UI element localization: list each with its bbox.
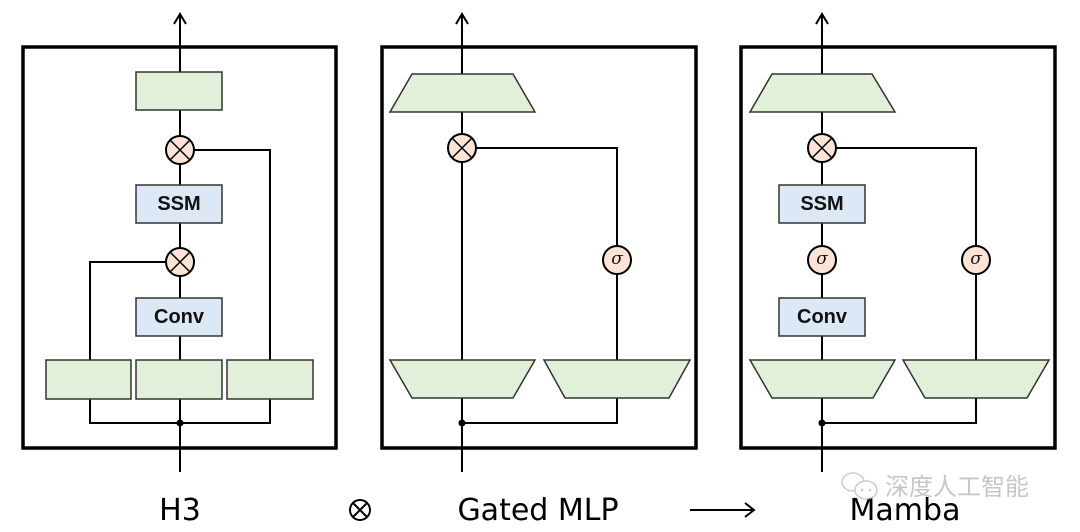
h3-ssm-block [135, 184, 223, 224]
mamba-frame [739, 45, 1057, 450]
h3-gate-wire-left [89, 261, 180, 360]
mamba-input-projection-left [748, 359, 897, 399]
h3-ssm-label: SSM [157, 193, 200, 215]
mamba-ssm-label: SSM [800, 193, 843, 215]
mamba-output-projection [748, 73, 897, 113]
gmlp-frame [380, 45, 698, 450]
gmlp-input-split-wire [462, 398, 618, 424]
combine-operator-icon [349, 499, 371, 521]
h3-caption: H3 [159, 493, 201, 528]
h3-junction-dot [176, 419, 184, 427]
svg-text:σ: σ [611, 249, 623, 269]
mamba-input-projection-right [901, 359, 1051, 399]
watermark-text: 深度人工智能 [885, 473, 1029, 501]
yields-arrow-icon [690, 502, 756, 518]
gmlp-sigma-activation: σ [602, 245, 632, 275]
mamba-panel: SSM σ σ Conv [739, 12, 1057, 472]
gmlp-output-arrow-icon [455, 12, 469, 25]
mamba-conv-block [778, 297, 866, 337]
h3-conv-label: Conv [154, 306, 205, 328]
h3-conv-block [135, 297, 223, 337]
gated-mlp-panel: σ [380, 12, 698, 472]
gmlp-multiply-op [447, 133, 477, 163]
gated-mlp-caption: Gated MLP [457, 493, 618, 528]
gmlp-input-projection-right [542, 359, 692, 399]
mamba-multiply-op [807, 133, 837, 163]
gmlp-junction-dot [458, 419, 466, 427]
mamba-conv-label: Conv [797, 306, 848, 328]
h3-frame [21, 45, 338, 450]
gmlp-input-projection-left [388, 359, 537, 399]
svg-text:σ: σ [970, 249, 982, 269]
wechat-icon [841, 472, 878, 500]
gmlp-gate-wire [462, 147, 618, 360]
gmlp-output-projection [388, 73, 537, 113]
h3-output-arrow-icon [173, 12, 187, 25]
mamba-gate-wire [822, 147, 977, 360]
h3-input-projection-right [226, 359, 314, 400]
h3-gate-wire-right [180, 149, 271, 360]
mamba-sigma-activation-right: σ [961, 245, 991, 275]
h3-input-projection-left [45, 359, 132, 400]
watermark: 深度人工智能 [841, 472, 1029, 501]
h3-input-projection-center [135, 359, 223, 400]
mamba-output-arrow-icon [815, 12, 829, 25]
mamba-ssm-block [778, 184, 866, 224]
h3-panel: SSM Conv [21, 12, 338, 472]
mamba-junction-dot [818, 419, 826, 427]
h3-multiply-op-bottom [165, 247, 195, 277]
mamba-input-split-wire [822, 398, 977, 424]
svg-text:σ: σ [816, 249, 828, 269]
h3-multiply-op-top [165, 135, 195, 165]
mamba-sigma-activation-left: σ [807, 245, 837, 275]
h3-output-projection [135, 71, 223, 111]
